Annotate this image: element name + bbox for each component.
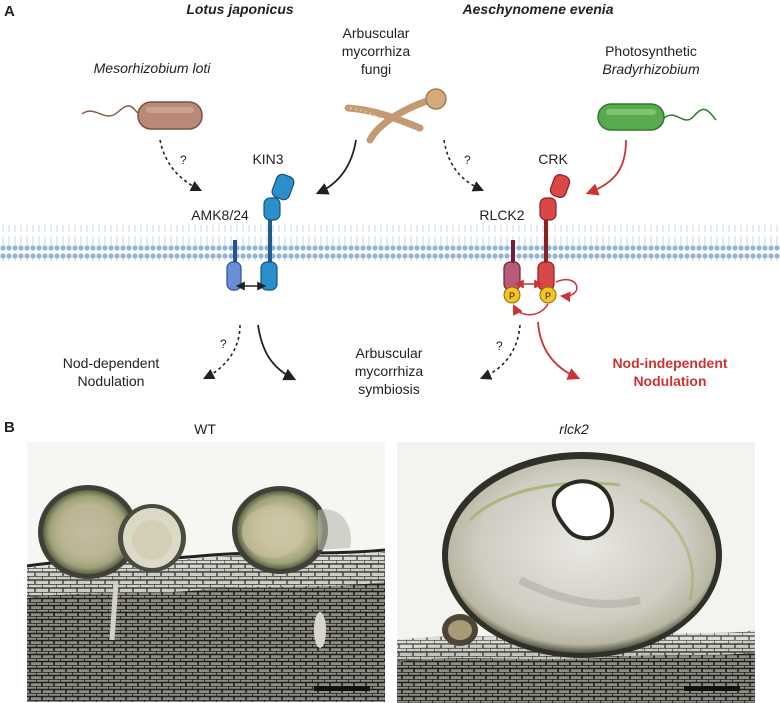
out-left-line1: Nod-dependent <box>63 355 160 371</box>
crk-label: CRK <box>538 151 568 167</box>
kin3-receptor <box>260 173 295 291</box>
arrow-fungi-to-kin3 <box>315 139 357 195</box>
phospho-badge-crk: P <box>539 286 557 304</box>
org-middle-line1: Arbuscular <box>343 25 410 41</box>
panel-a-letter: A <box>4 3 15 20</box>
arrow-fungi-to-rlck2 <box>443 139 485 192</box>
wt-scale-bar <box>314 686 370 691</box>
out-mid-line1: Arbuscular <box>356 345 423 361</box>
question-2: ? <box>464 153 471 167</box>
out-right-line1: Nod-independent <box>612 355 727 371</box>
bradyrhizobium-icon <box>597 103 717 131</box>
org-right-line2: Bradyrhizobium <box>602 61 700 77</box>
arrow-meso-to-amk <box>159 139 203 192</box>
wt-micrograph <box>26 442 386 702</box>
species-left-label: Lotus japonicus <box>186 1 294 17</box>
amk-label: AMK8/24 <box>191 207 249 223</box>
rlck2-mutant-label: rlck2 <box>559 421 589 437</box>
out-mid-line3: symbiosis <box>358 381 419 397</box>
wt-label: WT <box>194 421 216 437</box>
rlck2-scale-bar <box>684 686 740 691</box>
crk-to-rlck2-phospho-arrow <box>513 303 549 316</box>
panel-b-letter: B <box>4 419 15 436</box>
out-mid-line2: mycorrhiza <box>355 363 424 379</box>
crk-autophosphorylation-arrow <box>555 279 578 302</box>
mesorhizobium-icon <box>81 101 203 130</box>
svg-text:P: P <box>509 291 515 301</box>
species-right-label: Aeschynomene evenia <box>462 1 614 17</box>
question-1: ? <box>180 153 187 167</box>
question-3: ? <box>220 337 227 351</box>
rlck2-label: RLCK2 <box>479 207 524 223</box>
arrow-to-nod-independent <box>537 321 581 380</box>
arrow-to-am-symbiosis-left <box>257 324 297 381</box>
arrow-to-nod-dependent <box>202 324 241 380</box>
org-left-label: Mesorhizobium loti <box>94 60 212 76</box>
org-middle-line3: fungi <box>361 61 391 77</box>
svg-text:P: P <box>545 291 551 301</box>
org-right-line1: Photosynthetic <box>605 43 697 59</box>
phospho-badge-rlck2: P <box>503 286 521 304</box>
out-right-line2: Nodulation <box>633 373 706 389</box>
arrow-to-am-symbiosis-right <box>479 324 521 380</box>
rlck2-micrograph <box>397 442 755 703</box>
org-middle-line2: mycorrhiza <box>342 43 411 59</box>
question-4: ? <box>496 339 503 353</box>
out-left-line2: Nodulation <box>78 373 145 389</box>
plasma-membrane <box>0 225 780 261</box>
fungi-icon <box>344 88 447 144</box>
arrow-brady-to-crk <box>585 139 627 196</box>
kin3-label: KIN3 <box>252 151 283 167</box>
